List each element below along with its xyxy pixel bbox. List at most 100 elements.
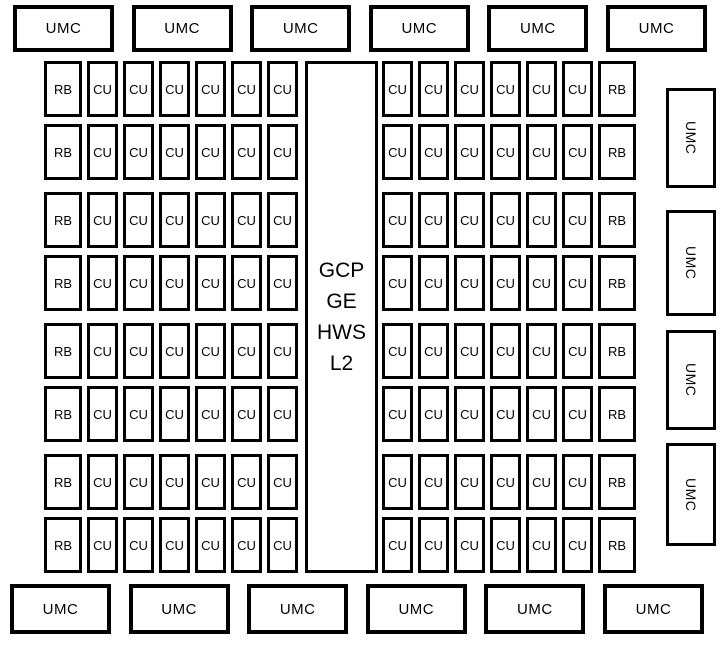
cu-block: CU [123, 454, 154, 510]
cu-block: CU [382, 386, 413, 442]
cu-block: CU [267, 192, 298, 248]
cu-block: CU [562, 386, 593, 442]
cu-block: CU [87, 323, 118, 379]
cu-block: CU [87, 386, 118, 442]
cu-block: CU [123, 61, 154, 117]
cu-block: CU [526, 323, 557, 379]
umc-block: UMC [368, 5, 470, 52]
rb-block: RB [598, 454, 636, 510]
umc-block-vertical: UMC [666, 443, 716, 546]
cu-block: CU [123, 192, 154, 248]
cu-block: CU [454, 454, 485, 510]
rb-block: RB [598, 323, 636, 379]
cu-block: CU [123, 323, 154, 379]
bottom-umc-row: UMC UMC UMC UMC UMC UMC [10, 584, 704, 634]
cu-block: CU [562, 323, 593, 379]
cu-block: CU [123, 124, 154, 180]
cu-block: CU [490, 323, 521, 379]
cu-block: CU [562, 192, 593, 248]
cu-block: CU [382, 192, 413, 248]
umc-block: UMC [128, 584, 230, 634]
cu-block: CU [418, 323, 449, 379]
cu-block: CU [87, 192, 118, 248]
cu-block: CU [267, 61, 298, 117]
rb-block: RB [44, 192, 82, 248]
cu-block: CU [195, 517, 226, 573]
cu-block: CU [490, 454, 521, 510]
cu-block: CU [195, 386, 226, 442]
cu-block: CU [526, 517, 557, 573]
cu-block: CU [123, 517, 154, 573]
cu-block: CU [231, 386, 262, 442]
umc-block: UMC [487, 5, 589, 52]
cu-block: CU [490, 192, 521, 248]
cu-block: CU [87, 454, 118, 510]
cu-block: CU [195, 323, 226, 379]
cu-block: CU [454, 61, 485, 117]
cu-block: CU [159, 454, 190, 510]
center-block-line: GCP [318, 259, 365, 282]
cu-block: CU [87, 255, 118, 311]
rb-block: RB [598, 192, 636, 248]
cu-block: CU [526, 454, 557, 510]
cu-block: CU [159, 192, 190, 248]
cu-block: CU [418, 517, 449, 573]
cu-block: CU [382, 124, 413, 180]
cu-block: CU [195, 454, 226, 510]
cu-block: CU [123, 255, 154, 311]
cu-block: CU [418, 124, 449, 180]
cu-block: CU [382, 517, 413, 573]
umc-block: UMC [605, 5, 707, 52]
cu-block: CU [454, 124, 485, 180]
cu-block: CU [382, 61, 413, 117]
umc-block: UMC [250, 5, 352, 52]
cu-block: CU [159, 255, 190, 311]
cu-block: CU [123, 386, 154, 442]
rb-block: RB [44, 124, 82, 180]
umc-block: UMC [247, 584, 349, 634]
umc-block: UMC [10, 584, 111, 634]
cu-block: CU [562, 517, 593, 573]
cu-block: CU [195, 61, 226, 117]
rb-block: RB [44, 323, 82, 379]
umc-block: UMC [13, 5, 114, 52]
rb-block: RB [598, 124, 636, 180]
cu-block: CU [267, 323, 298, 379]
cu-block: CU [526, 255, 557, 311]
cu-block: CU [267, 517, 298, 573]
center-block-line: L2 [329, 352, 354, 375]
cu-block: CU [159, 386, 190, 442]
cu-block: CU [159, 323, 190, 379]
center-block: GCP GE HWS L2 [305, 61, 378, 573]
cu-block: CU [418, 454, 449, 510]
cu-block: CU [382, 323, 413, 379]
cu-block: CU [562, 61, 593, 117]
cu-block: CU [231, 61, 262, 117]
cu-block: CU [195, 124, 226, 180]
cu-block: CU [231, 255, 262, 311]
rb-block: RB [44, 61, 82, 117]
cu-block: CU [231, 323, 262, 379]
umc-block: UMC [484, 584, 586, 634]
cu-block: CU [454, 255, 485, 311]
cu-block: CU [159, 61, 190, 117]
cu-block: CU [231, 192, 262, 248]
umc-block: UMC [131, 5, 233, 52]
